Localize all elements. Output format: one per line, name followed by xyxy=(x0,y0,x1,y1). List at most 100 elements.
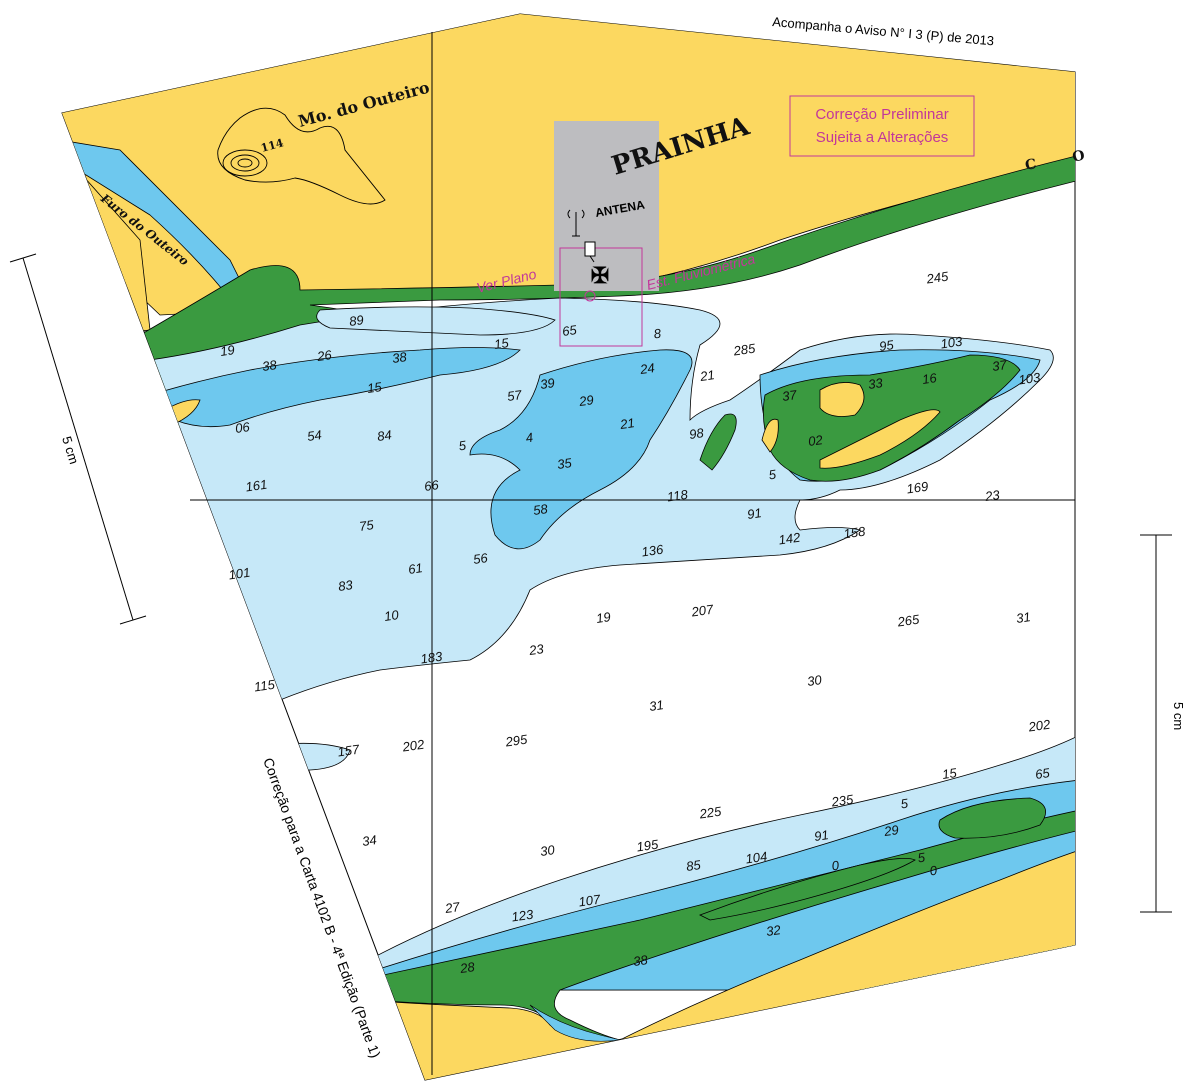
depth-sounding: 101 xyxy=(228,565,252,583)
depth-sounding: 8 xyxy=(653,326,663,342)
gauge-station-symbol xyxy=(584,290,596,302)
depth-sounding: 142 xyxy=(778,530,802,548)
depth-sounding: 91 xyxy=(746,505,762,522)
depth-sounding: 157 xyxy=(337,742,361,760)
depth-sounding: 136 xyxy=(641,542,665,560)
depth-sounding: 183 xyxy=(420,649,444,667)
depth-sounding: 115 xyxy=(253,677,276,695)
depth-sounding: 39 xyxy=(539,375,555,392)
depth-sounding: 83 xyxy=(337,577,354,594)
depth-sounding: 29 xyxy=(577,392,594,409)
depth-sounding: 21 xyxy=(698,367,715,384)
depth-sounding: 103 xyxy=(940,334,964,352)
depth-sounding: 15 xyxy=(366,379,383,396)
depth-sounding: 35 xyxy=(556,455,573,472)
depth-sounding: 91 xyxy=(813,827,829,844)
left-scale-bar xyxy=(9,253,147,625)
depth-sounding: 31 xyxy=(1015,609,1031,626)
depth-sounding: 15 xyxy=(941,765,958,782)
depth-sounding: 285 xyxy=(732,341,757,359)
depth-sounding: 54 xyxy=(306,427,322,444)
depth-sounding: 265 xyxy=(896,612,921,630)
depth-sounding: 02 xyxy=(807,432,824,449)
south-middle-island xyxy=(699,857,916,921)
small-island xyxy=(699,413,737,471)
depth-sounding: 169 xyxy=(906,479,930,497)
depth-sounding: 37 xyxy=(781,387,798,404)
depth-sounding: 207 xyxy=(690,602,715,620)
east-island-sand-2 xyxy=(819,409,941,469)
depth-sounding: 195 xyxy=(636,837,660,855)
right-scale-bar xyxy=(1140,534,1172,913)
depth-sounding: 32 xyxy=(765,922,782,939)
depth-sounding: 5 xyxy=(917,850,927,866)
lighthouse-icon xyxy=(584,241,596,263)
depth-sounding: 15 xyxy=(493,335,510,352)
depth-sounding: 0 xyxy=(831,858,841,874)
depth-sounding: 245 xyxy=(925,269,950,287)
depth-sounding: 06 xyxy=(234,419,251,436)
depth-sounding: 30 xyxy=(539,842,556,859)
depth-sounding: 27 xyxy=(443,899,461,916)
depth-sounding: 37 xyxy=(991,357,1008,374)
depth-sounding: 202 xyxy=(401,737,426,755)
church-icon: ✠ xyxy=(591,263,609,288)
depth-sounding: 103 xyxy=(1018,370,1042,388)
mid-water-west xyxy=(149,347,521,428)
notice-text: Acompanha o Aviso N° I 3 (P) de 2013 xyxy=(772,14,995,48)
depth-sounding: 58 xyxy=(532,501,549,518)
preliminary-box xyxy=(789,95,975,157)
depth-sounding: 56 xyxy=(472,550,489,567)
depth-sounding: 38 xyxy=(261,357,278,374)
east-island-sand-1 xyxy=(819,382,865,417)
depth-sounding: 104 xyxy=(745,849,769,867)
depth-sounding: 57 xyxy=(506,387,523,404)
depth-sounding: 202 xyxy=(1027,717,1052,735)
depth-sounding: 158 xyxy=(843,524,867,542)
depth-sounding: 161 xyxy=(245,477,269,495)
depth-sounding: 295 xyxy=(504,732,529,750)
east-island-sand-3 xyxy=(761,418,779,453)
depth-sounding: 10 xyxy=(383,607,400,624)
depth-sounding: 31 xyxy=(648,697,664,714)
depth-sounding: 65 xyxy=(1034,765,1051,782)
depth-sounding: 61 xyxy=(407,560,423,577)
depth-sounding: 84 xyxy=(376,427,392,444)
depth-sounding: 26 xyxy=(315,347,333,364)
depth-sounding: 107 xyxy=(578,892,602,910)
depth-sounding: 34 xyxy=(361,832,377,849)
plan-box xyxy=(559,247,643,347)
depth-sounding: 38 xyxy=(632,952,649,969)
depth-sounding: 24 xyxy=(638,360,655,377)
depth-sounding: 19 xyxy=(219,342,235,359)
depth-sounding: 65 xyxy=(561,322,578,339)
depth-sounding: 95 xyxy=(878,337,895,354)
depth-sounding: 118 xyxy=(666,487,689,505)
depth-sounding: 66 xyxy=(423,477,440,494)
depth-sounding: 85 xyxy=(685,857,702,874)
depth-sounding: 21 xyxy=(618,415,635,432)
depth-sounding: 75 xyxy=(358,517,375,534)
preliminary-line2: Sujeita a Alterações xyxy=(816,129,949,146)
depth-sounding: 5 xyxy=(768,467,778,483)
hill-contours xyxy=(217,107,386,205)
right-scale-label: 5 cm xyxy=(1171,702,1186,730)
east-south-island xyxy=(938,797,1047,839)
depth-sounding: 23 xyxy=(527,641,545,658)
depth-sounding: 5 xyxy=(458,438,468,454)
depth-sounding: 98 xyxy=(688,425,705,442)
depth-sounding: 29 xyxy=(882,822,899,839)
depth-sounding: 235 xyxy=(830,792,855,810)
depth-sounding: 33 xyxy=(867,375,884,392)
depth-sounding: 28 xyxy=(458,959,476,976)
depth-sounding: 16 xyxy=(921,370,938,387)
preliminary-line1: Correção Preliminar xyxy=(815,106,948,123)
depth-sounding: 123 xyxy=(511,907,535,925)
depth-sounding: 5 xyxy=(900,796,910,812)
depth-sounding: 23 xyxy=(983,487,1001,504)
antenna-icon xyxy=(567,209,585,237)
depth-sounding: 30 xyxy=(806,672,823,689)
depth-sounding: 19 xyxy=(595,609,611,626)
